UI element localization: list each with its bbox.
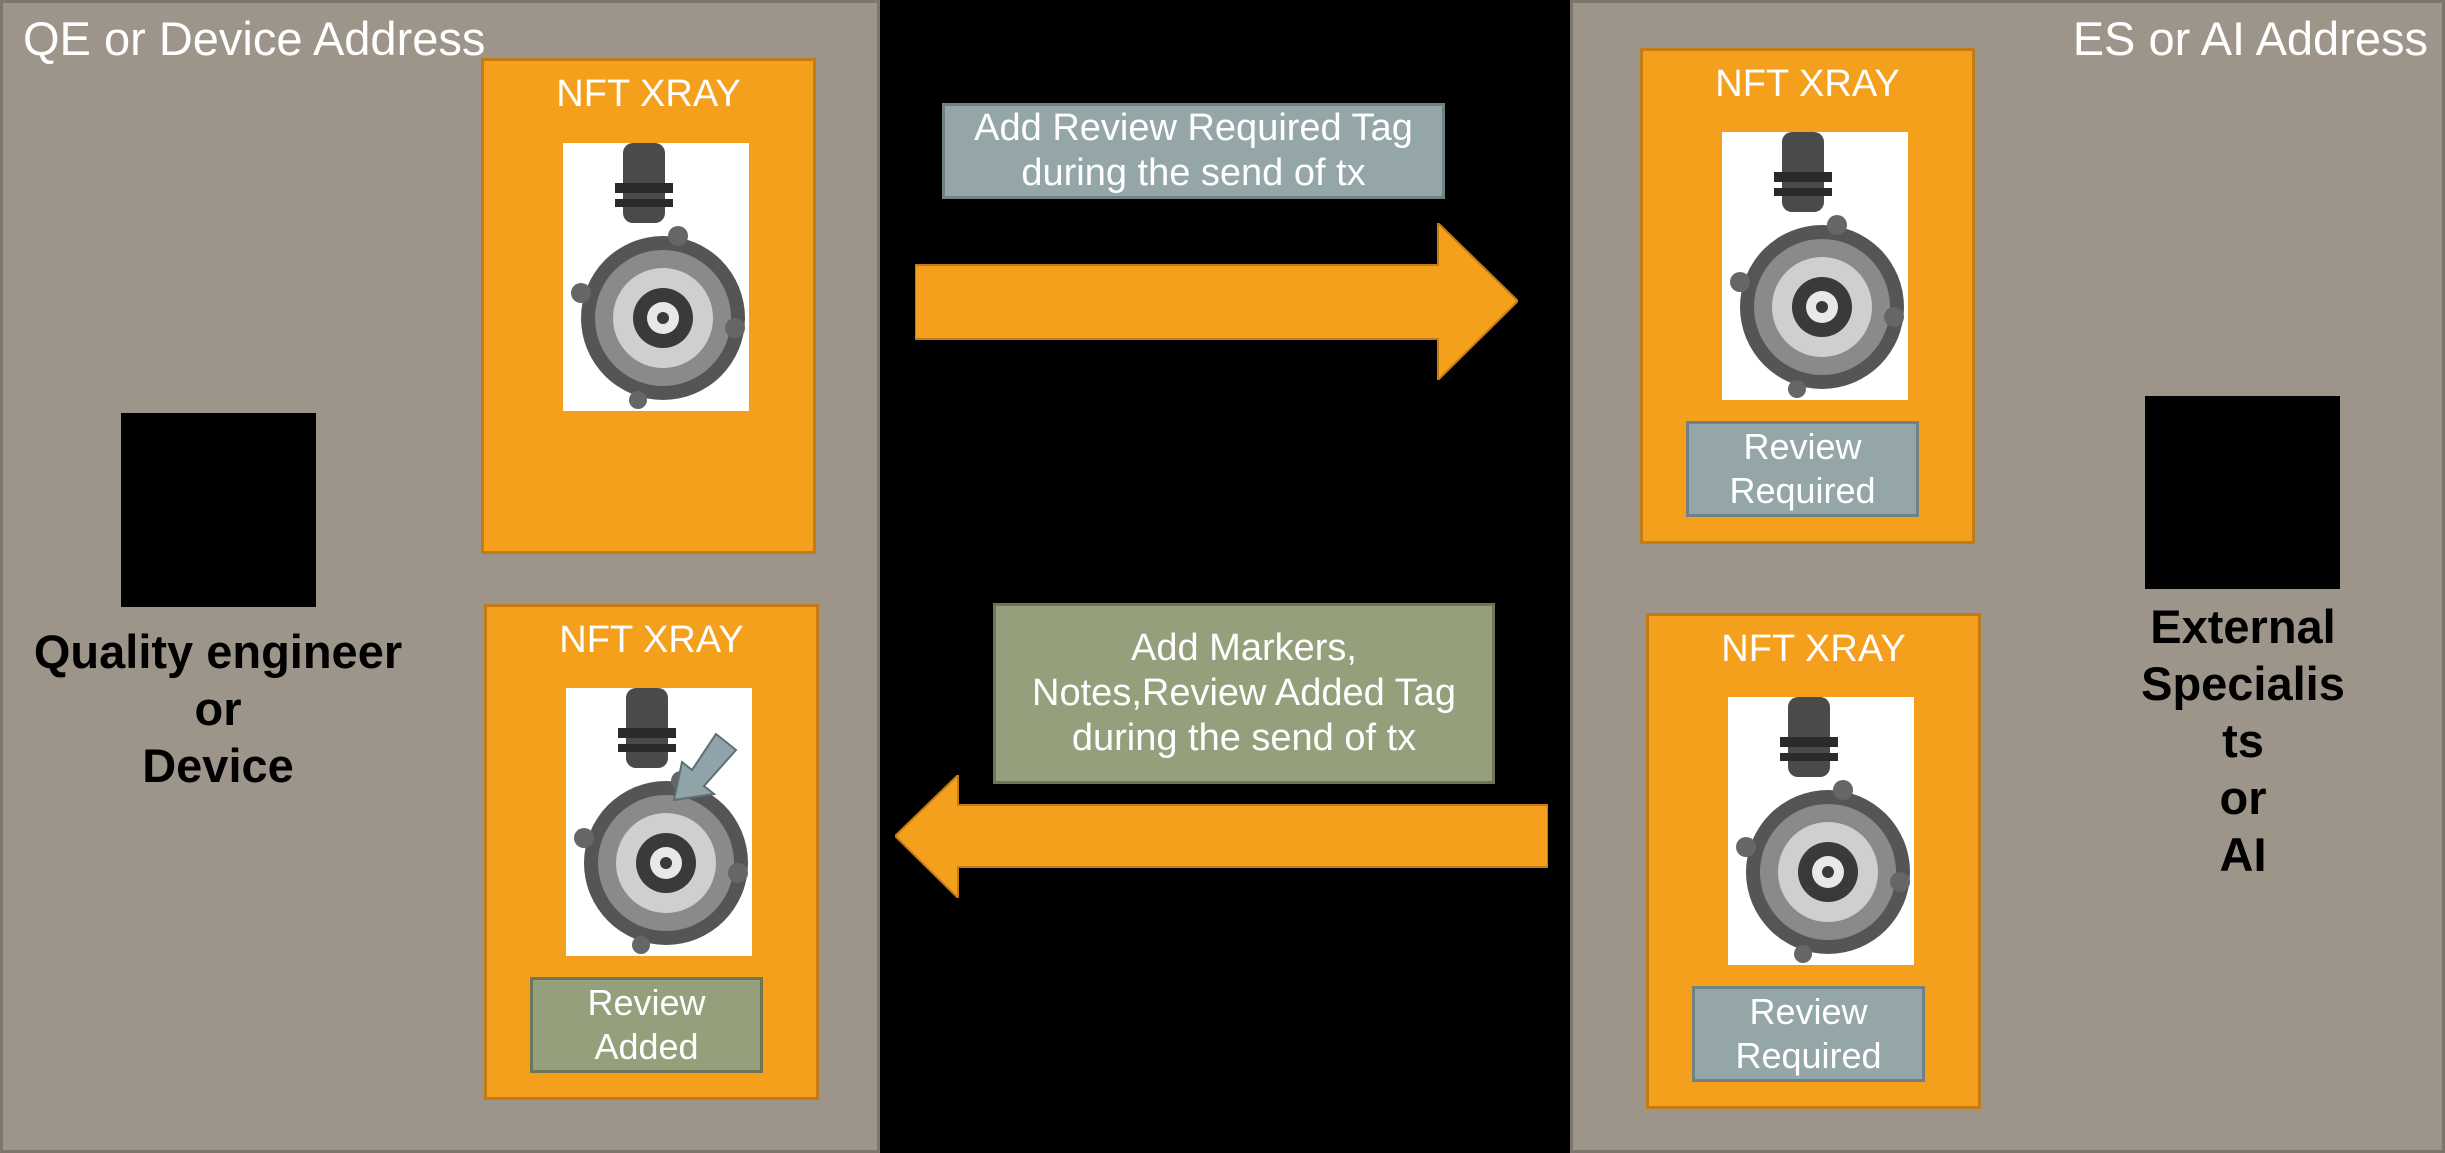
- turbo-pump-icon: [571, 143, 745, 409]
- xray-image-annotated: [566, 688, 752, 956]
- nft-xray-card-title: NFT XRAY: [556, 73, 741, 115]
- review-required-tag: Review Required: [1686, 421, 1919, 517]
- xray-image: [563, 143, 749, 411]
- qe-address-label: QE or Device Address: [23, 12, 486, 65]
- nft-xray-card[interactable]: NFT XRAY Review Required: [1640, 48, 1975, 544]
- nft-xray-card-title: NFT XRAY: [1715, 63, 1900, 105]
- review-required-tag: Review Required: [1692, 986, 1925, 1082]
- note-line: during the send of tx: [1071, 717, 1417, 759]
- qe-actor-line: Device: [142, 739, 294, 792]
- es-actor-label: External Specialis ts or AI: [2093, 598, 2393, 883]
- tag-line: Required: [1735, 1035, 1882, 1076]
- tag-line: Review: [1743, 426, 1862, 467]
- es-actor-avatar: [2145, 396, 2340, 589]
- es-actor-line: External: [2150, 600, 2336, 653]
- tag-line: Review: [587, 982, 706, 1023]
- xray-image: [1722, 132, 1908, 400]
- nft-xray-card[interactable]: NFT XRAY: [481, 58, 816, 554]
- es-actor-line: ts: [2222, 714, 2264, 767]
- send-arrow-right: [915, 223, 1518, 380]
- es-address-panel: ES or AI Address NFT XRAY Re: [1570, 0, 2445, 1153]
- qe-actor-line: or: [194, 682, 242, 735]
- nft-xray-card-title: NFT XRAY: [1721, 628, 1906, 670]
- es-actor-line: or: [2219, 771, 2267, 824]
- turbo-pump-icon: [1736, 697, 1910, 963]
- nft-xray-card[interactable]: NFT XRAY Review Added: [484, 604, 819, 1100]
- note-line: during the send of tx: [1021, 152, 1366, 194]
- note-line: Add Markers,: [1131, 627, 1357, 669]
- turbo-pump-icon: [574, 688, 748, 954]
- es-actor-line: Specialis: [2141, 657, 2345, 710]
- xray-image: [1728, 697, 1914, 965]
- es-address-label: ES or AI Address: [2072, 12, 2428, 65]
- tag-line: Required: [1729, 470, 1876, 511]
- turbo-pump-icon: [1730, 132, 1904, 398]
- send-note: Add Review Required Tag during the send …: [942, 103, 1445, 199]
- note-line: Add Review Required Tag: [974, 107, 1413, 149]
- return-arrow-left: [895, 775, 1548, 898]
- return-note: Add Markers, Notes,Review Added Tag duri…: [993, 603, 1495, 784]
- qe-actor-avatar: [121, 413, 316, 607]
- qe-actor-line: Quality engineer: [33, 625, 403, 678]
- marker-arrow-icon: [672, 732, 738, 802]
- review-added-tag: Review Added: [530, 977, 763, 1073]
- qe-actor-label: Quality engineer or Device: [13, 623, 423, 794]
- tag-line: Review: [1749, 991, 1868, 1032]
- nft-xray-card[interactable]: NFT XRAY Review Required: [1646, 613, 1981, 1109]
- nft-xray-card-title: NFT XRAY: [559, 619, 744, 661]
- qe-address-panel: QE or Device Address Quality engineer or…: [0, 0, 880, 1153]
- note-line: Notes,Review Added Tag: [1032, 672, 1456, 714]
- es-actor-line: AI: [2219, 828, 2267, 881]
- tag-line: Added: [594, 1026, 699, 1067]
